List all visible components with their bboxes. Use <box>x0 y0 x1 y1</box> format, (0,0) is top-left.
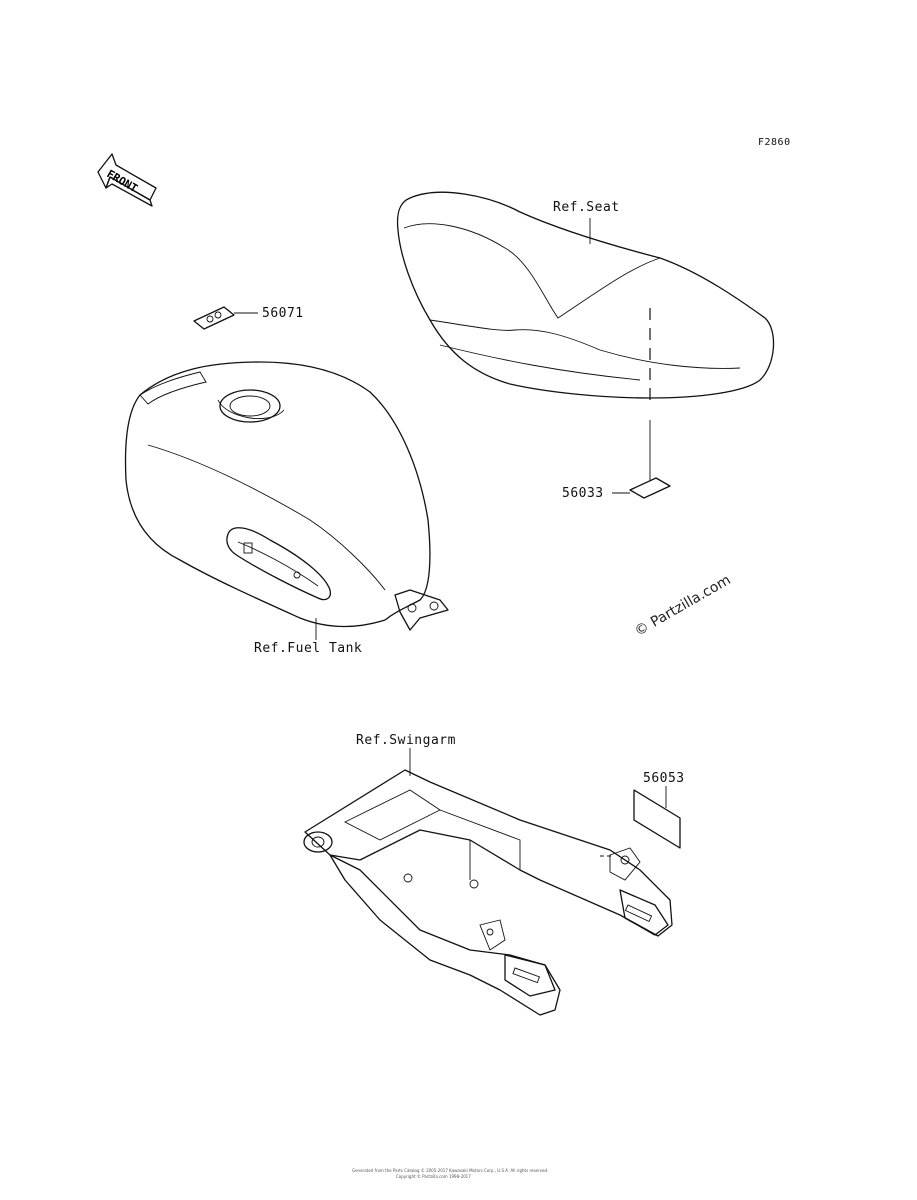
part-number-56033: 56033 <box>562 486 604 501</box>
front-direction-arrow-icon: FRONT <box>97 153 157 207</box>
part-number-56071: 56071 <box>262 306 304 321</box>
label-56071-part <box>193 306 258 330</box>
front-arrow-label: FRONT <box>105 167 141 195</box>
label-56053-part <box>600 786 681 857</box>
swingarm-drawing <box>303 748 673 1016</box>
ref-seat-label: Ref.Seat <box>553 200 620 215</box>
seat-drawing <box>396 191 775 480</box>
fuel-tank-drawing <box>124 361 449 640</box>
footer-copyright-line-2: Copyright © Partzilla.com 1998-2017 <box>396 1174 471 1179</box>
ref-swingarm-label: Ref.Swingarm <box>356 733 456 748</box>
part-number-56053: 56053 <box>643 771 685 786</box>
label-56033-part <box>612 477 671 499</box>
footer-copyright-line-1: Generated from the Parts Catalog © 2005-… <box>352 1168 549 1173</box>
ref-fuel-tank-label: Ref.Fuel Tank <box>254 641 363 656</box>
figure-id: F2860 <box>758 137 791 148</box>
